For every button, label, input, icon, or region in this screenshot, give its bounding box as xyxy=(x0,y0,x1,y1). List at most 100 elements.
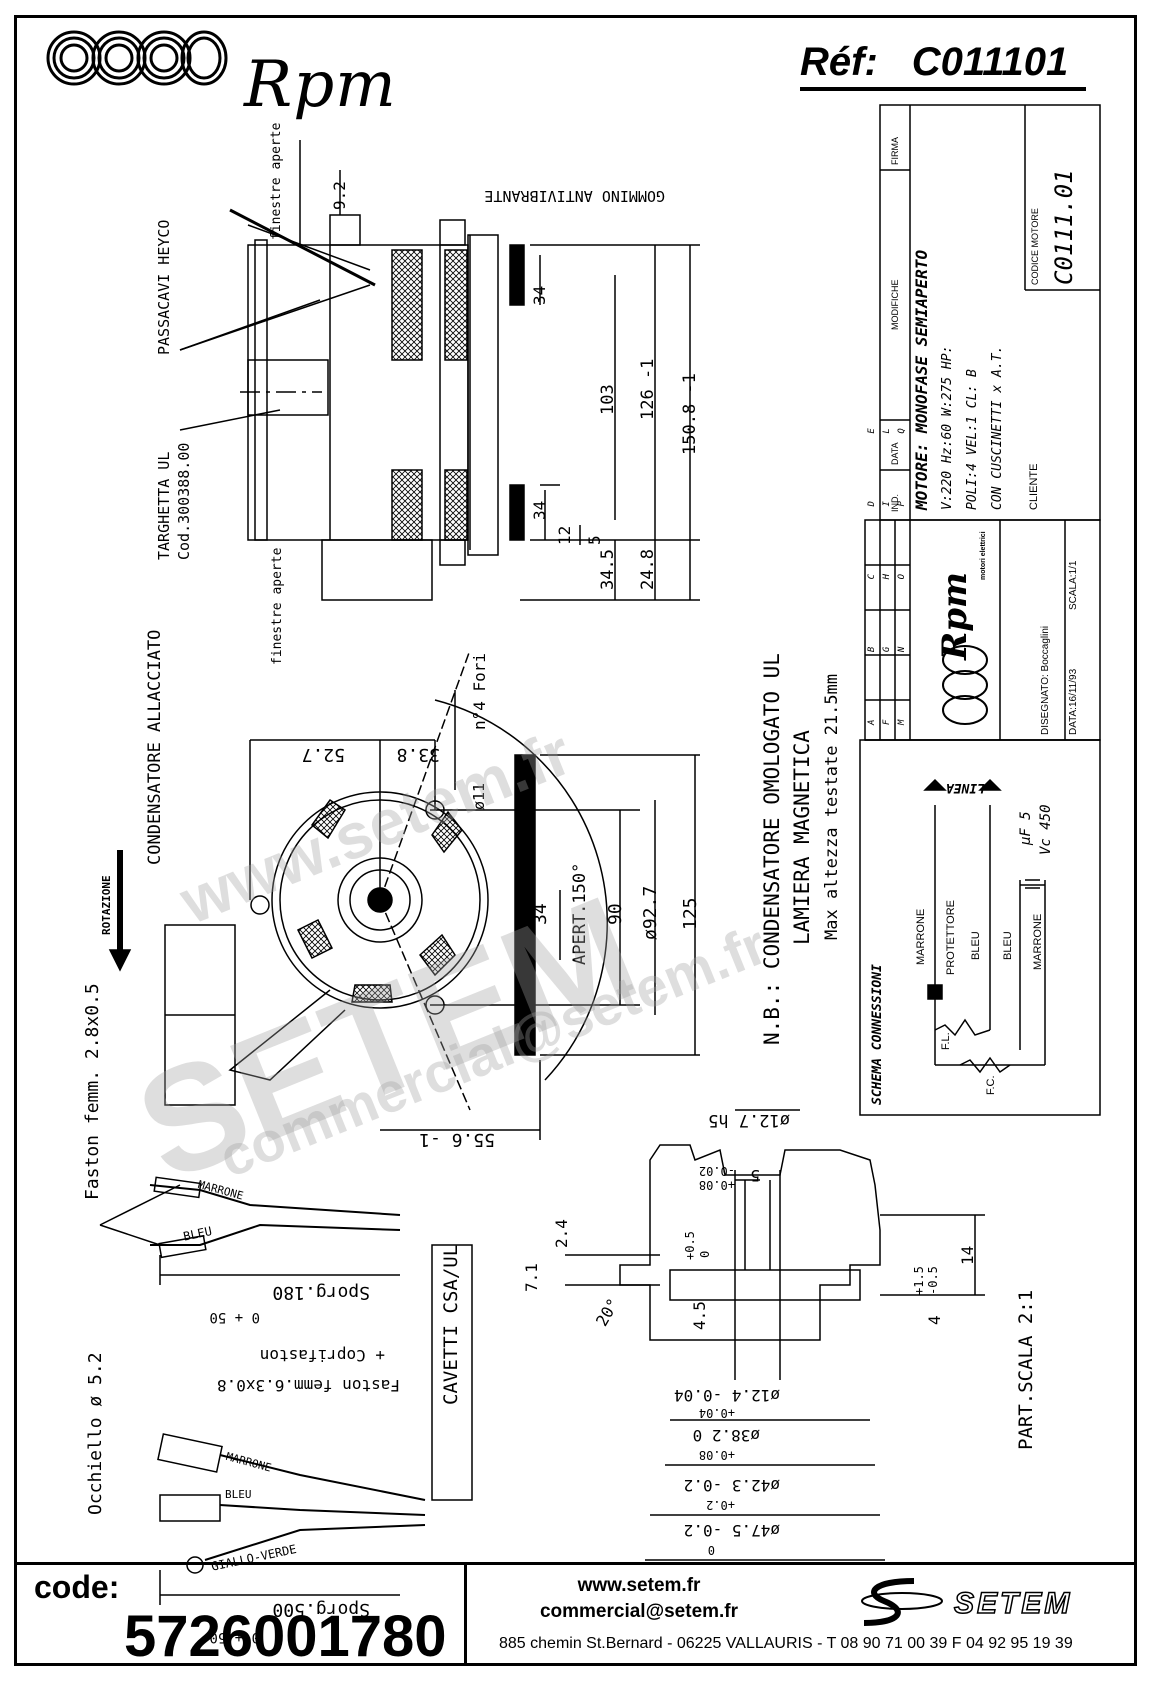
email-link[interactable]: commercial@setem.fr xyxy=(539,1601,739,1622)
dim-34-5: 34.5 xyxy=(598,549,618,590)
cliente-label: CLIENTE xyxy=(1028,463,1040,510)
motore-label: MOTORE: MONOFASE SEMIAPERTO xyxy=(912,249,931,510)
dim-24-8: 24.8 xyxy=(638,549,658,590)
letters-row3: M N O P Q xyxy=(897,397,907,725)
dim-o12-4: ø12.4 -0.04 xyxy=(674,1386,780,1405)
rpm-small-sub: motori elettrici xyxy=(980,531,987,580)
tol-15: +1.5 xyxy=(912,1266,926,1295)
cable-occhiello xyxy=(157,1244,473,1605)
schema-bleu2: BLEU xyxy=(1002,931,1014,960)
tol-008: +0.08 xyxy=(698,1178,735,1192)
dim-125: 125 xyxy=(680,897,701,930)
rotazione-label: ROTAZIONE xyxy=(100,875,113,935)
note-lamiera: LAMIERA MAGNETICA xyxy=(790,730,814,945)
note-altezza: Max altezza testate 21.5mm xyxy=(822,673,842,940)
codice-motore-label: CODICE MOTORE xyxy=(1030,208,1040,285)
coprifaston-label: + Coprifaston xyxy=(259,1346,385,1365)
dim-7-1: 7.1 xyxy=(522,1263,541,1292)
dim-4-5: 4.5 xyxy=(690,1301,709,1330)
schema-vc: Vc 450 xyxy=(1038,804,1054,855)
dim-5-part: 5 xyxy=(750,1166,760,1185)
front-view xyxy=(108,649,700,1140)
tol-004: +0.04 xyxy=(698,1406,735,1420)
motore-line1: V:220 Hz:60 W:275 HP: xyxy=(940,345,955,510)
ref-label: Réf: xyxy=(800,40,878,84)
title-block-grid xyxy=(859,104,1101,1116)
dim-34-top: 34 xyxy=(530,285,549,305)
dim-o47-5: ø47.5 -0.2 xyxy=(683,1521,780,1540)
part-scala-label: PART.SCALA 2:1 xyxy=(1015,1289,1037,1450)
side-view xyxy=(179,140,700,601)
address: 885 chemin St.Bernard - 06225 VALLAURIS … xyxy=(499,1635,1073,1652)
tol-008b: +0.08 xyxy=(698,1448,735,1462)
passacavi-label: PASSACAVI HEYCO xyxy=(155,219,173,355)
reference: Réf: C011101 xyxy=(800,40,1087,91)
schema-bleu1: BLEU xyxy=(970,931,982,960)
faston-label: Faston femm. 2.8x0.5 xyxy=(82,983,103,1200)
bleu2-label: BLEU xyxy=(225,1488,252,1501)
occhiello-label: Occhiello ø 5.2 xyxy=(85,1352,106,1515)
fori-label: n°4 Fori xyxy=(470,652,489,730)
faston2-label: Faston femm.6.3x0.8 xyxy=(216,1376,400,1395)
setem-swoosh-icon xyxy=(861,1578,943,1626)
dim-o12-7: ø12.7 h5 xyxy=(708,1110,790,1130)
codice-motore-value: C0111.01 xyxy=(1050,169,1078,285)
ref-value: C011101 xyxy=(911,40,1069,84)
dim-2-4: 2.4 xyxy=(552,1219,571,1248)
dim-o92-7: ø92.7 xyxy=(640,885,661,940)
schema-protettore: PROTETTORE xyxy=(945,900,957,975)
footer: code: 5726001780 www.setem.fr commercial… xyxy=(14,1562,1137,1669)
condensatore-label: CONDENSATORE ALLACCIATO xyxy=(145,629,165,865)
dim-52-7: 52.7 xyxy=(301,744,345,765)
schema-title: SCHEMA CONNESSIONI xyxy=(870,964,885,1105)
code-value: 5726001780 xyxy=(124,1604,447,1669)
targhetta-label: TARGHETTA UL xyxy=(155,451,173,560)
tol-05: +0.5 xyxy=(683,1231,697,1260)
data-value: DATA:16/11/93 xyxy=(1068,668,1079,735)
scala-value: SCALA:1/1 xyxy=(1068,560,1079,610)
disegnato-label: DISEGNATO: Boccaglini xyxy=(1040,625,1051,735)
schema-marrone1: MARRONE xyxy=(915,908,927,965)
tol-02: +0.2 xyxy=(706,1498,735,1512)
cable-faston xyxy=(99,1176,401,1285)
tol-002: -0.02 xyxy=(698,1164,735,1178)
letters-row2: F G H I L xyxy=(882,397,892,725)
linea-label: LINEA xyxy=(945,780,985,795)
dim-55-6: 55.6 -1 xyxy=(419,1129,495,1150)
modifiche-label: MODIFICHE xyxy=(890,279,900,331)
brand-name: Rpm xyxy=(244,48,397,122)
rpm-logo: Rpm xyxy=(44,26,396,122)
sporg180-label: Sporg.180 xyxy=(272,1282,370,1303)
motore-line2: POLI:4 VEL:1 CL: B xyxy=(965,369,980,510)
tol-m05: -0.5 xyxy=(926,1266,940,1295)
dim-150-8: 150.8 -1 xyxy=(680,373,700,455)
code-label: code: xyxy=(34,1569,120,1605)
cavetti-label: CAVETTI CSA/UL xyxy=(440,1244,462,1405)
website-link[interactable]: www.setem.fr xyxy=(577,1575,701,1596)
dim-34-bottom: 34 xyxy=(530,500,549,520)
dim-103: 103 xyxy=(598,384,618,415)
targhetta-cod-label: Cod.300388.00 xyxy=(175,442,193,560)
note-nb: N.B.: CONDENSATORE OMOLOGATO UL xyxy=(760,653,784,1045)
schema-fl: F.L. xyxy=(940,1032,952,1050)
dim-9-2: 9.2 xyxy=(330,181,349,210)
finestre-top-label: finestre aperte xyxy=(269,122,284,240)
dim-o42-3: ø42.3 -0.2 xyxy=(683,1476,780,1495)
rpm-small-coil-icon xyxy=(942,645,988,725)
dim-4: 4 xyxy=(925,1315,944,1325)
setem-brand: SETEM xyxy=(953,1586,1073,1621)
dim-o38-2: ø38.2 0 xyxy=(692,1426,760,1445)
schema-uf: µF 5 xyxy=(1018,811,1034,845)
sporg180-tol: 0 + 50 xyxy=(209,1309,260,1325)
firma-label: FIRMA xyxy=(890,137,900,165)
contact-block: www.setem.fr commercial@setem.fr xyxy=(514,1573,764,1625)
motore-line3: CON CUSCINETTI x A.T. xyxy=(990,345,1005,510)
tol-0b: 0 xyxy=(707,1543,715,1557)
dim-33-8: 33.8 xyxy=(396,744,440,765)
code-box: code: 5726001780 xyxy=(14,1565,467,1669)
dim-126: 126 -1 xyxy=(638,358,658,420)
letters-row1: A B C D E xyxy=(867,397,877,725)
drawing-frame xyxy=(14,15,1137,1666)
dim-12: 12 xyxy=(555,525,574,545)
